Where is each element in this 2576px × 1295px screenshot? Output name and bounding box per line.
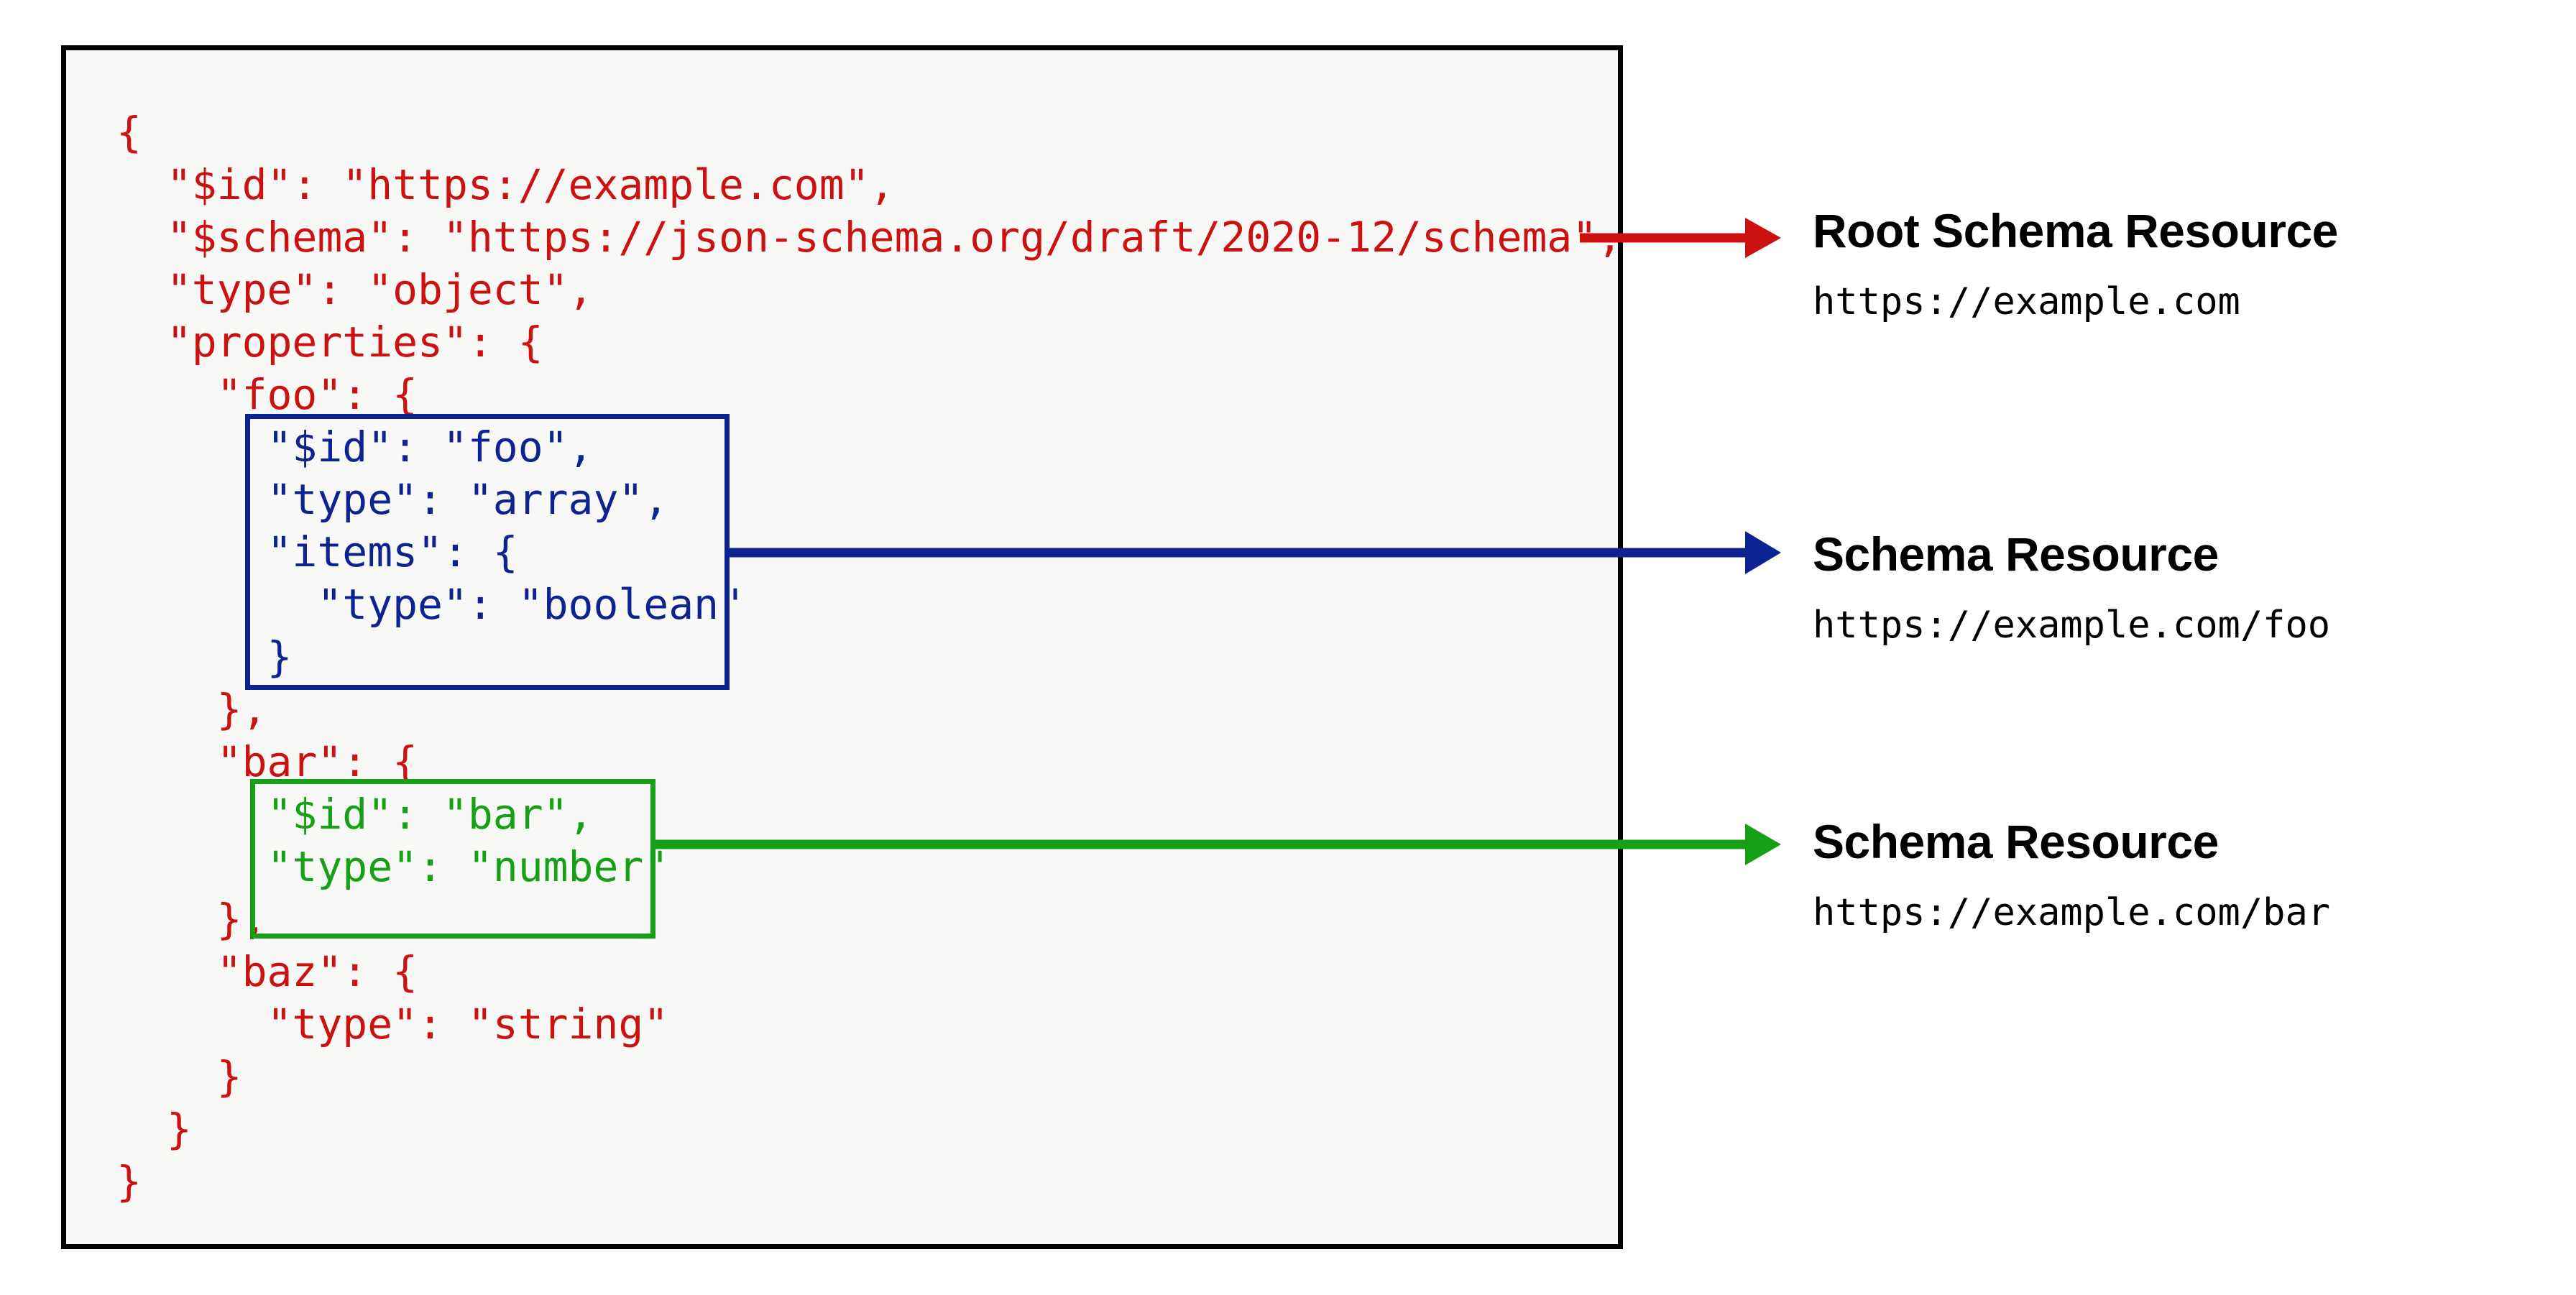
code-line: } xyxy=(116,1103,1622,1156)
code-line: }, xyxy=(116,893,1622,946)
annotation-foo-title: Schema Resource xyxy=(1813,527,2219,581)
code-token: "type": "boolean" xyxy=(116,580,744,629)
code-line: "bar": { xyxy=(116,736,1622,788)
annotation-root: Root Schema Resource https://example.com xyxy=(1813,203,2338,324)
code-panel: { "$id": "https://example.com", "$schema… xyxy=(61,45,1623,1249)
code-token: } xyxy=(116,1105,192,1153)
annotation-bar: Schema Resource https://example.com/bar xyxy=(1813,814,2330,935)
code-line: "foo": { xyxy=(116,369,1622,421)
code-line: "items": { xyxy=(116,526,1622,579)
code-token: "foo": { xyxy=(116,370,418,419)
code-token: } xyxy=(116,1157,142,1206)
code-line: "type": "number" xyxy=(116,841,1622,893)
code-line: "$id": "foo", xyxy=(116,421,1622,474)
code-line: } xyxy=(116,1156,1622,1208)
code-token: } xyxy=(116,1052,242,1101)
code-line: "type": "boolean" xyxy=(116,579,1622,631)
code-line: { xyxy=(116,106,1622,159)
code-token: }, xyxy=(116,685,267,734)
annotation-root-url: https://example.com xyxy=(1813,280,2240,323)
code-token: "$schema": "https://json-schema.org/draf… xyxy=(116,213,1623,262)
code-line: } xyxy=(116,631,1622,683)
code-line: "type": "object", xyxy=(116,264,1622,316)
code-line: "$schema": "https://json-schema.org/draf… xyxy=(116,211,1622,264)
code-line: "type": "array", xyxy=(116,474,1622,526)
code-token: "type": "number" xyxy=(116,842,669,891)
json-schema-code: { "$id": "https://example.com", "$schema… xyxy=(116,106,1622,1208)
code-token: "items": { xyxy=(116,527,518,576)
code-token: "$id": "https://example.com", xyxy=(116,160,895,209)
code-token: }, xyxy=(116,895,267,944)
code-token: { xyxy=(116,108,142,157)
code-token: } xyxy=(116,632,293,681)
annotation-bar-url: https://example.com/bar xyxy=(1813,891,2331,934)
code-token: "$id": "bar", xyxy=(116,790,594,839)
code-token: "baz": { xyxy=(116,947,418,996)
annotation-foo: Schema Resource https://example.com/foo xyxy=(1813,527,2330,648)
code-line: }, xyxy=(116,683,1622,736)
code-line: "$id": "bar", xyxy=(116,788,1622,841)
code-line: "type": "string" xyxy=(116,998,1622,1051)
code-line: "properties": { xyxy=(116,316,1622,369)
code-token: "type": "object", xyxy=(116,265,594,314)
code-line: } xyxy=(116,1051,1622,1103)
code-token: "$id": "foo", xyxy=(116,423,594,471)
annotation-foo-url: https://example.com/foo xyxy=(1813,604,2331,647)
code-line: "baz": { xyxy=(116,946,1622,998)
annotation-root-title: Root Schema Resource xyxy=(1813,204,2338,257)
code-token: "bar": { xyxy=(116,737,418,786)
code-token: "type": "array", xyxy=(116,475,669,524)
code-token: "type": "string" xyxy=(116,1000,669,1049)
code-line: "$id": "https://example.com", xyxy=(116,159,1622,211)
code-token: "properties": { xyxy=(116,318,543,367)
annotation-bar-title: Schema Resource xyxy=(1813,815,2219,868)
